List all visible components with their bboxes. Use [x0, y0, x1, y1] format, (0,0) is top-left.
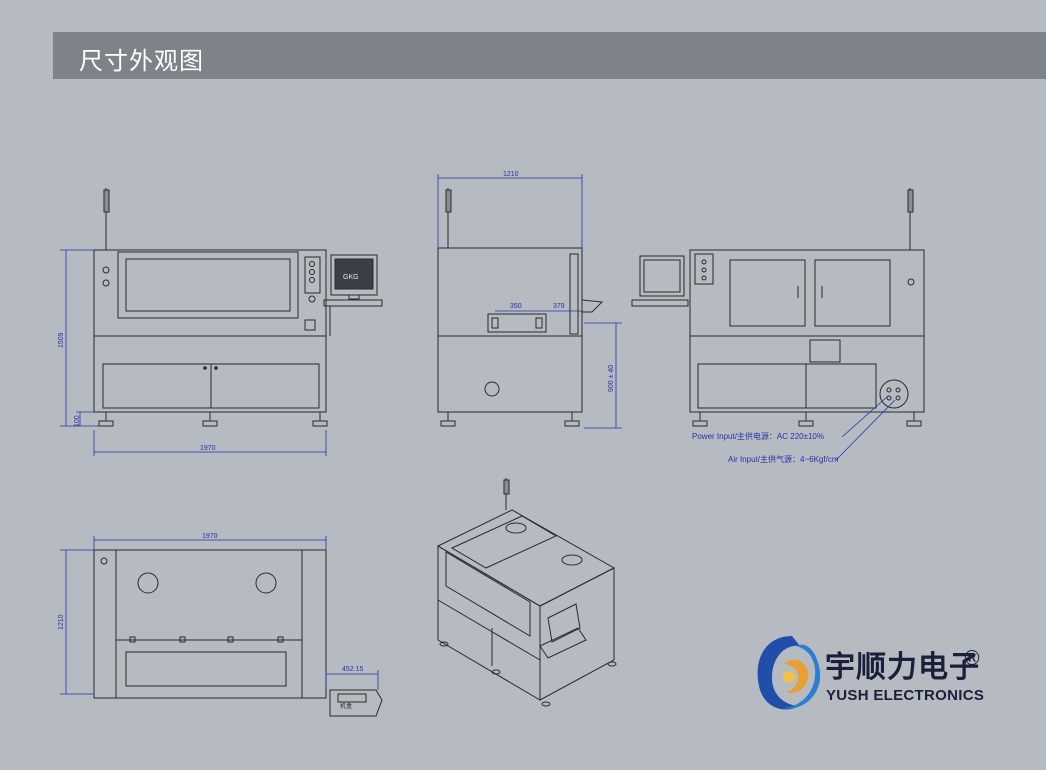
iso-keyboard-tray: [539, 627, 587, 659]
dim-front-foot: 100: [74, 415, 81, 427]
iso-fan-right: [561, 554, 583, 566]
power-input-label: Power Input/主供电源：AC 220±10%: [692, 431, 824, 441]
lower-cabinet: [93, 335, 327, 413]
monitor-screen: [334, 258, 374, 290]
top-outline: [93, 549, 327, 699]
side-keyboard-tray: [581, 299, 604, 313]
dim-top-depth: 1210: [58, 614, 65, 630]
iso-window: [445, 551, 531, 637]
logo-chinese-text: 宇顺力电子: [825, 650, 980, 685]
rear-upper-housing: [689, 249, 925, 337]
side-view: 1210 350 379 900 ± 40: [437, 171, 622, 429]
window-frame: [117, 251, 299, 319]
logo-english-text: YUSH ELECTRONICS: [826, 687, 985, 704]
signal-tower-light: [103, 189, 110, 213]
power-switch: [304, 319, 316, 331]
rear-monitor: [639, 255, 685, 297]
front-dimension-lines: [60, 249, 327, 456]
side-port-icon: [484, 381, 500, 397]
registered-mark-icon: ®: [962, 646, 982, 670]
top-view: 机盒 1970 1210 452.15: [58, 533, 383, 717]
side-lower-cabinet: [437, 335, 583, 413]
dim-front-width: 1970: [200, 445, 216, 452]
rear-leader-lines: [835, 395, 896, 461]
dim-side-offset-a: 350: [510, 303, 522, 310]
iso-front-face: [437, 545, 541, 701]
indicator-icon: [102, 266, 110, 274]
yush-logo-mark: [757, 636, 821, 710]
side-dimension-lines: [437, 174, 622, 429]
top-keyboard-tray: [329, 689, 383, 717]
iso-side-face: [539, 567, 615, 701]
keyboard-tray: [323, 299, 383, 307]
top-fan-right: [255, 572, 277, 594]
rear-view: Power Input/主供电源：AC 220±10% Air Input/主供…: [631, 188, 925, 464]
dim-side-conveyor-height: 900 ± 40: [608, 365, 615, 392]
monitor-brand: GKG: [343, 274, 359, 281]
side-upper-housing: [437, 247, 583, 337]
upper-housing: [93, 249, 327, 337]
top-fan-left: [137, 572, 159, 594]
dim-top-tray-offset: 452.15: [342, 666, 364, 673]
dim-front-height: 1509: [58, 332, 65, 348]
isometric-view: [436, 478, 617, 707]
cabinet-door-right: [210, 363, 320, 409]
control-buttons-panel: [304, 256, 321, 294]
dim-top-width: 1970: [202, 533, 218, 540]
power-air-inlet: [879, 379, 909, 409]
rear-lower-cabinet: [689, 335, 925, 413]
viewing-window: [125, 258, 291, 312]
button-icon: [309, 261, 315, 267]
tray-label: 机盒: [340, 702, 352, 710]
dim-side-depth: 1210: [503, 171, 519, 178]
machine-feet: [98, 412, 328, 427]
air-input-label: Air Input/主供气源：4~6Kgf/cm: [728, 454, 839, 464]
rear-door-left: [729, 259, 806, 327]
front-view: GKG 1509 100 1970: [58, 188, 383, 456]
page-header: 尺寸外观图: [53, 32, 1046, 79]
iso-fan-left: [505, 522, 527, 534]
top-dimension-lines: [60, 536, 379, 695]
conveyor-rail: [487, 313, 547, 333]
page-title: 尺寸外观图: [79, 47, 204, 75]
iso-top-face: [436, 509, 616, 607]
rear-door-right: [814, 259, 891, 327]
iso-monitor: [547, 603, 581, 643]
dim-side-offset-b: 379: [553, 303, 565, 310]
cabinet-door-left: [102, 363, 212, 409]
